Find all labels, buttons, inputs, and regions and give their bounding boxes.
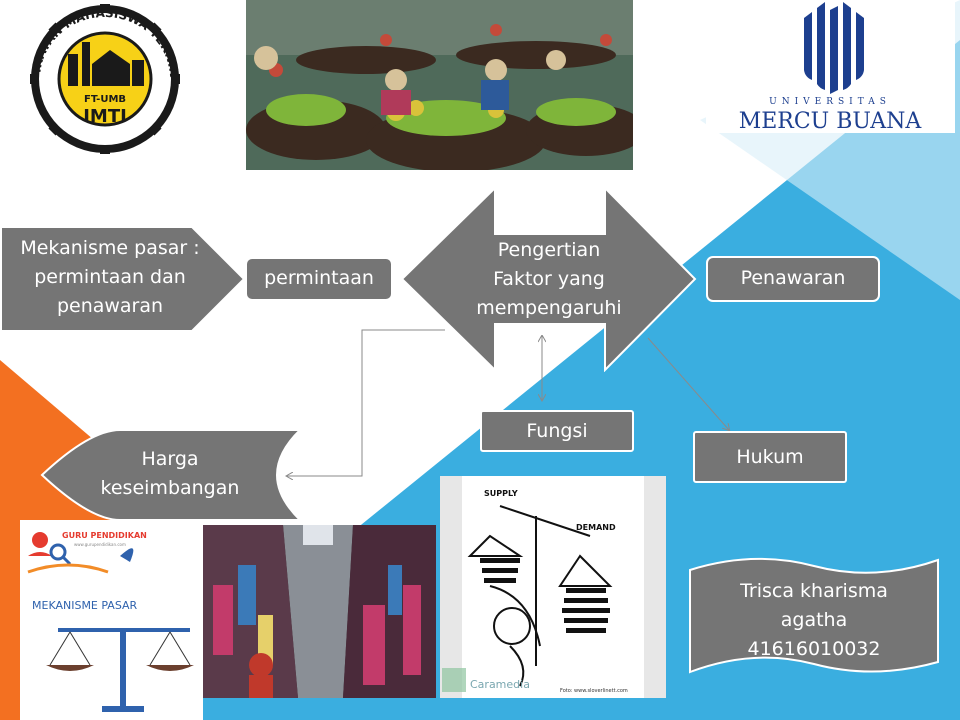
floating-market-photo [246,0,633,170]
svg-text:Caramedia: Caramedia [470,678,530,691]
svg-text:MEKANISME PASAR: MEKANISME PASAR [32,599,138,612]
svg-text:UNIVERSITAS: UNIVERSITAS [769,97,891,107]
harga-line-1: Harga [141,448,199,470]
svg-text:Foto: www.sloverlinett.com: Foto: www.sloverlinett.com [560,688,628,694]
author-shape [689,557,939,674]
svg-text:www.gurupendidikan.com: www.gurupendidikan.com [74,542,126,547]
author-line-2: agatha [780,609,848,631]
caramedia-logo-icon [442,668,466,692]
harga-label: Harga keseimbangan [80,445,260,503]
cartoon-scale-icon [467,505,613,687]
svg-text:DEMAND: DEMAND [576,523,616,532]
penawaran-box [706,256,880,302]
main-title: Mekanisme pasar : permintaan dan penawar… [0,234,220,321]
author-line-1: Trisca kharisma [740,580,888,602]
svg-text:IMTI: IMTI [83,106,127,127]
svg-text:FT-UMB: FT-UMB [84,94,126,105]
hukum-label: Hukum [736,446,804,468]
connector-to-hukum [647,337,729,430]
permintaan-box [245,257,393,301]
guru-logo-icon [27,532,134,574]
harga-shape [40,429,302,521]
center-line-2: Faktor yang [493,268,605,290]
mercu-buana-logo: UNIVERSITAS MERCU BUANA [706,0,955,134]
main-title-line-1: Mekanisme pasar : [20,237,200,259]
main-title-line-3: penawaran [56,295,164,317]
balance-scale-icon [46,628,194,712]
author-line-3: 41616010032 [747,638,881,660]
main-title-shape [0,226,246,332]
main-title-line-2: permintaan dan [34,266,186,288]
fungsi-box [480,410,634,452]
author-label: Trisca kharisma agatha 41616010032 [700,577,928,664]
supply-demand-cartoon: SUPPLY DEMAND Caramedia Foto: www.slover… [440,476,666,698]
hukum-box [693,431,847,483]
svg-text:GURU PENDIDIKAN: GURU PENDIDIKAN [62,531,147,540]
traditional-market-photo [203,525,436,698]
svg-text:SUPPLY: SUPPLY [484,489,518,498]
svg-text:MERCU BUANA: MERCU BUANA [739,109,923,133]
penawaran-label: Penawaran [740,267,846,289]
permintaan-label: permintaan [264,267,374,289]
guru-pendidikan-image: GURU PENDIDIKAN www.gurupendidikan.com M… [20,520,203,720]
center-line-3: mempengaruhi [476,297,622,319]
imti-logo: IKATAN MAHASISWA TEKNIK INDUSTRI FT-UMB … [10,4,181,154]
harga-line-2: keseimbangan [100,477,240,499]
connector-to-harga [287,329,445,476]
fungsi-label: Fungsi [526,420,588,442]
center-label: Pengertian Faktor yang mempengaruhi [448,236,650,323]
center-double-arrow [400,186,697,372]
center-line-1: Pengertian [497,239,601,261]
